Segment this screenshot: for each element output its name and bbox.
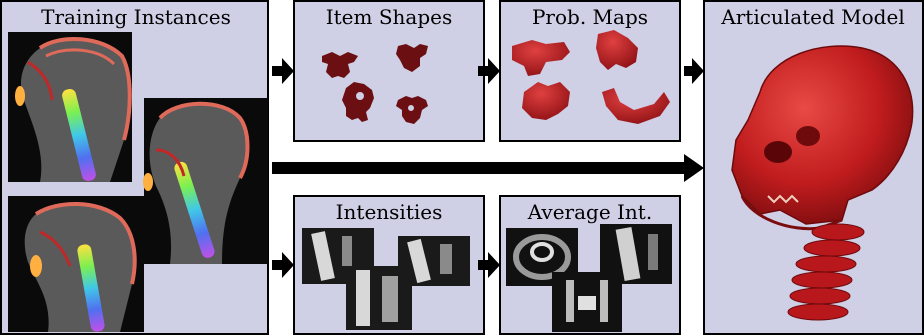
item-shapes-panel: Item Shapes (294, 1, 484, 141)
ct-scan-3 (8, 196, 144, 333)
intensity-patch-3 (346, 266, 412, 330)
arrow-training-to-intensities (272, 252, 294, 278)
render-vertebra-4 (792, 272, 852, 288)
render-vertebra-3 (796, 256, 856, 272)
render-vertebra-2 (804, 240, 860, 256)
training-panel-title: Training Instances (41, 5, 231, 29)
average-patch-coronal (552, 272, 622, 332)
prob-maps-title: Prob. Maps (532, 5, 648, 29)
render-vertebra-6 (788, 304, 848, 320)
render-vertebra-1 (812, 224, 864, 240)
intensities-panel: Intensities (294, 196, 484, 334)
ct-scan-2 (143, 98, 268, 264)
average-int-title: Average Int. (527, 200, 652, 224)
render-vertebra-5 (790, 288, 850, 304)
arrow-training-to-shapes (272, 58, 294, 84)
prob-maps-panel: Prob. Maps (500, 1, 680, 141)
average-int-panel: Average Int. (500, 196, 680, 334)
articulated-model-panel: Articulated Model (704, 1, 923, 334)
intensities-title: Intensities (336, 200, 443, 224)
training-instances-panel: Training Instances (1, 1, 268, 334)
arrow-training-to-model (272, 154, 704, 182)
item-shapes-title: Item Shapes (326, 5, 453, 29)
arrow-probmaps-to-model (684, 58, 704, 84)
articulated-title: Articulated Model (720, 5, 904, 29)
ct-scan-1 (8, 32, 132, 182)
